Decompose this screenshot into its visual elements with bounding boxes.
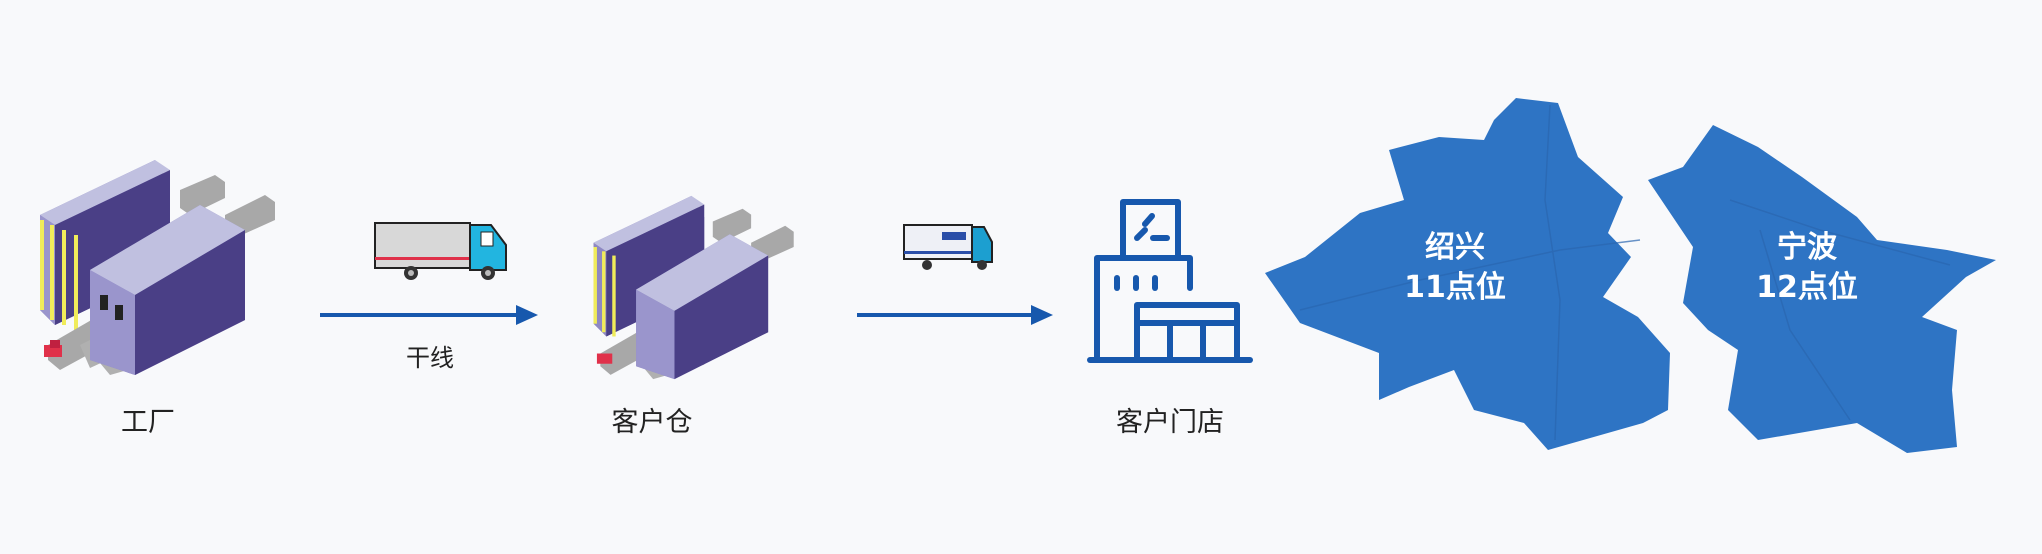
trunk-truck-icon — [374, 222, 507, 280]
red-truck-icon — [44, 340, 62, 357]
warehouse-label: 客户仓 — [611, 407, 693, 438]
store-icon — [1087, 199, 1253, 363]
arrow-warehouse-to-store — [857, 305, 1053, 325]
region-name: 宁波 — [1777, 230, 1837, 265]
map-ningbo — [1648, 125, 1996, 453]
ningbo-map-label: 宁波 12点位 — [1756, 228, 1858, 308]
shaoxing-map-label: 绍兴 11点位 — [1404, 228, 1506, 308]
arrow-factory-to-warehouse — [320, 305, 538, 325]
edge-label-trunk: 干线 — [406, 344, 454, 372]
delivery-truck-icon — [903, 224, 993, 270]
factory-back-building — [40, 160, 170, 330]
map-shaoxing — [1265, 98, 1670, 450]
store-label: 客户门店 — [1116, 407, 1224, 438]
factory-label: 工厂 — [121, 407, 175, 438]
region-name: 绍兴 — [1425, 230, 1485, 265]
factory-front-building — [90, 205, 245, 375]
factory-illustration — [40, 160, 275, 375]
region-points: 11点位 — [1404, 270, 1506, 305]
warehouse-illustration — [593, 195, 794, 380]
region-points: 12点位 — [1756, 270, 1858, 305]
